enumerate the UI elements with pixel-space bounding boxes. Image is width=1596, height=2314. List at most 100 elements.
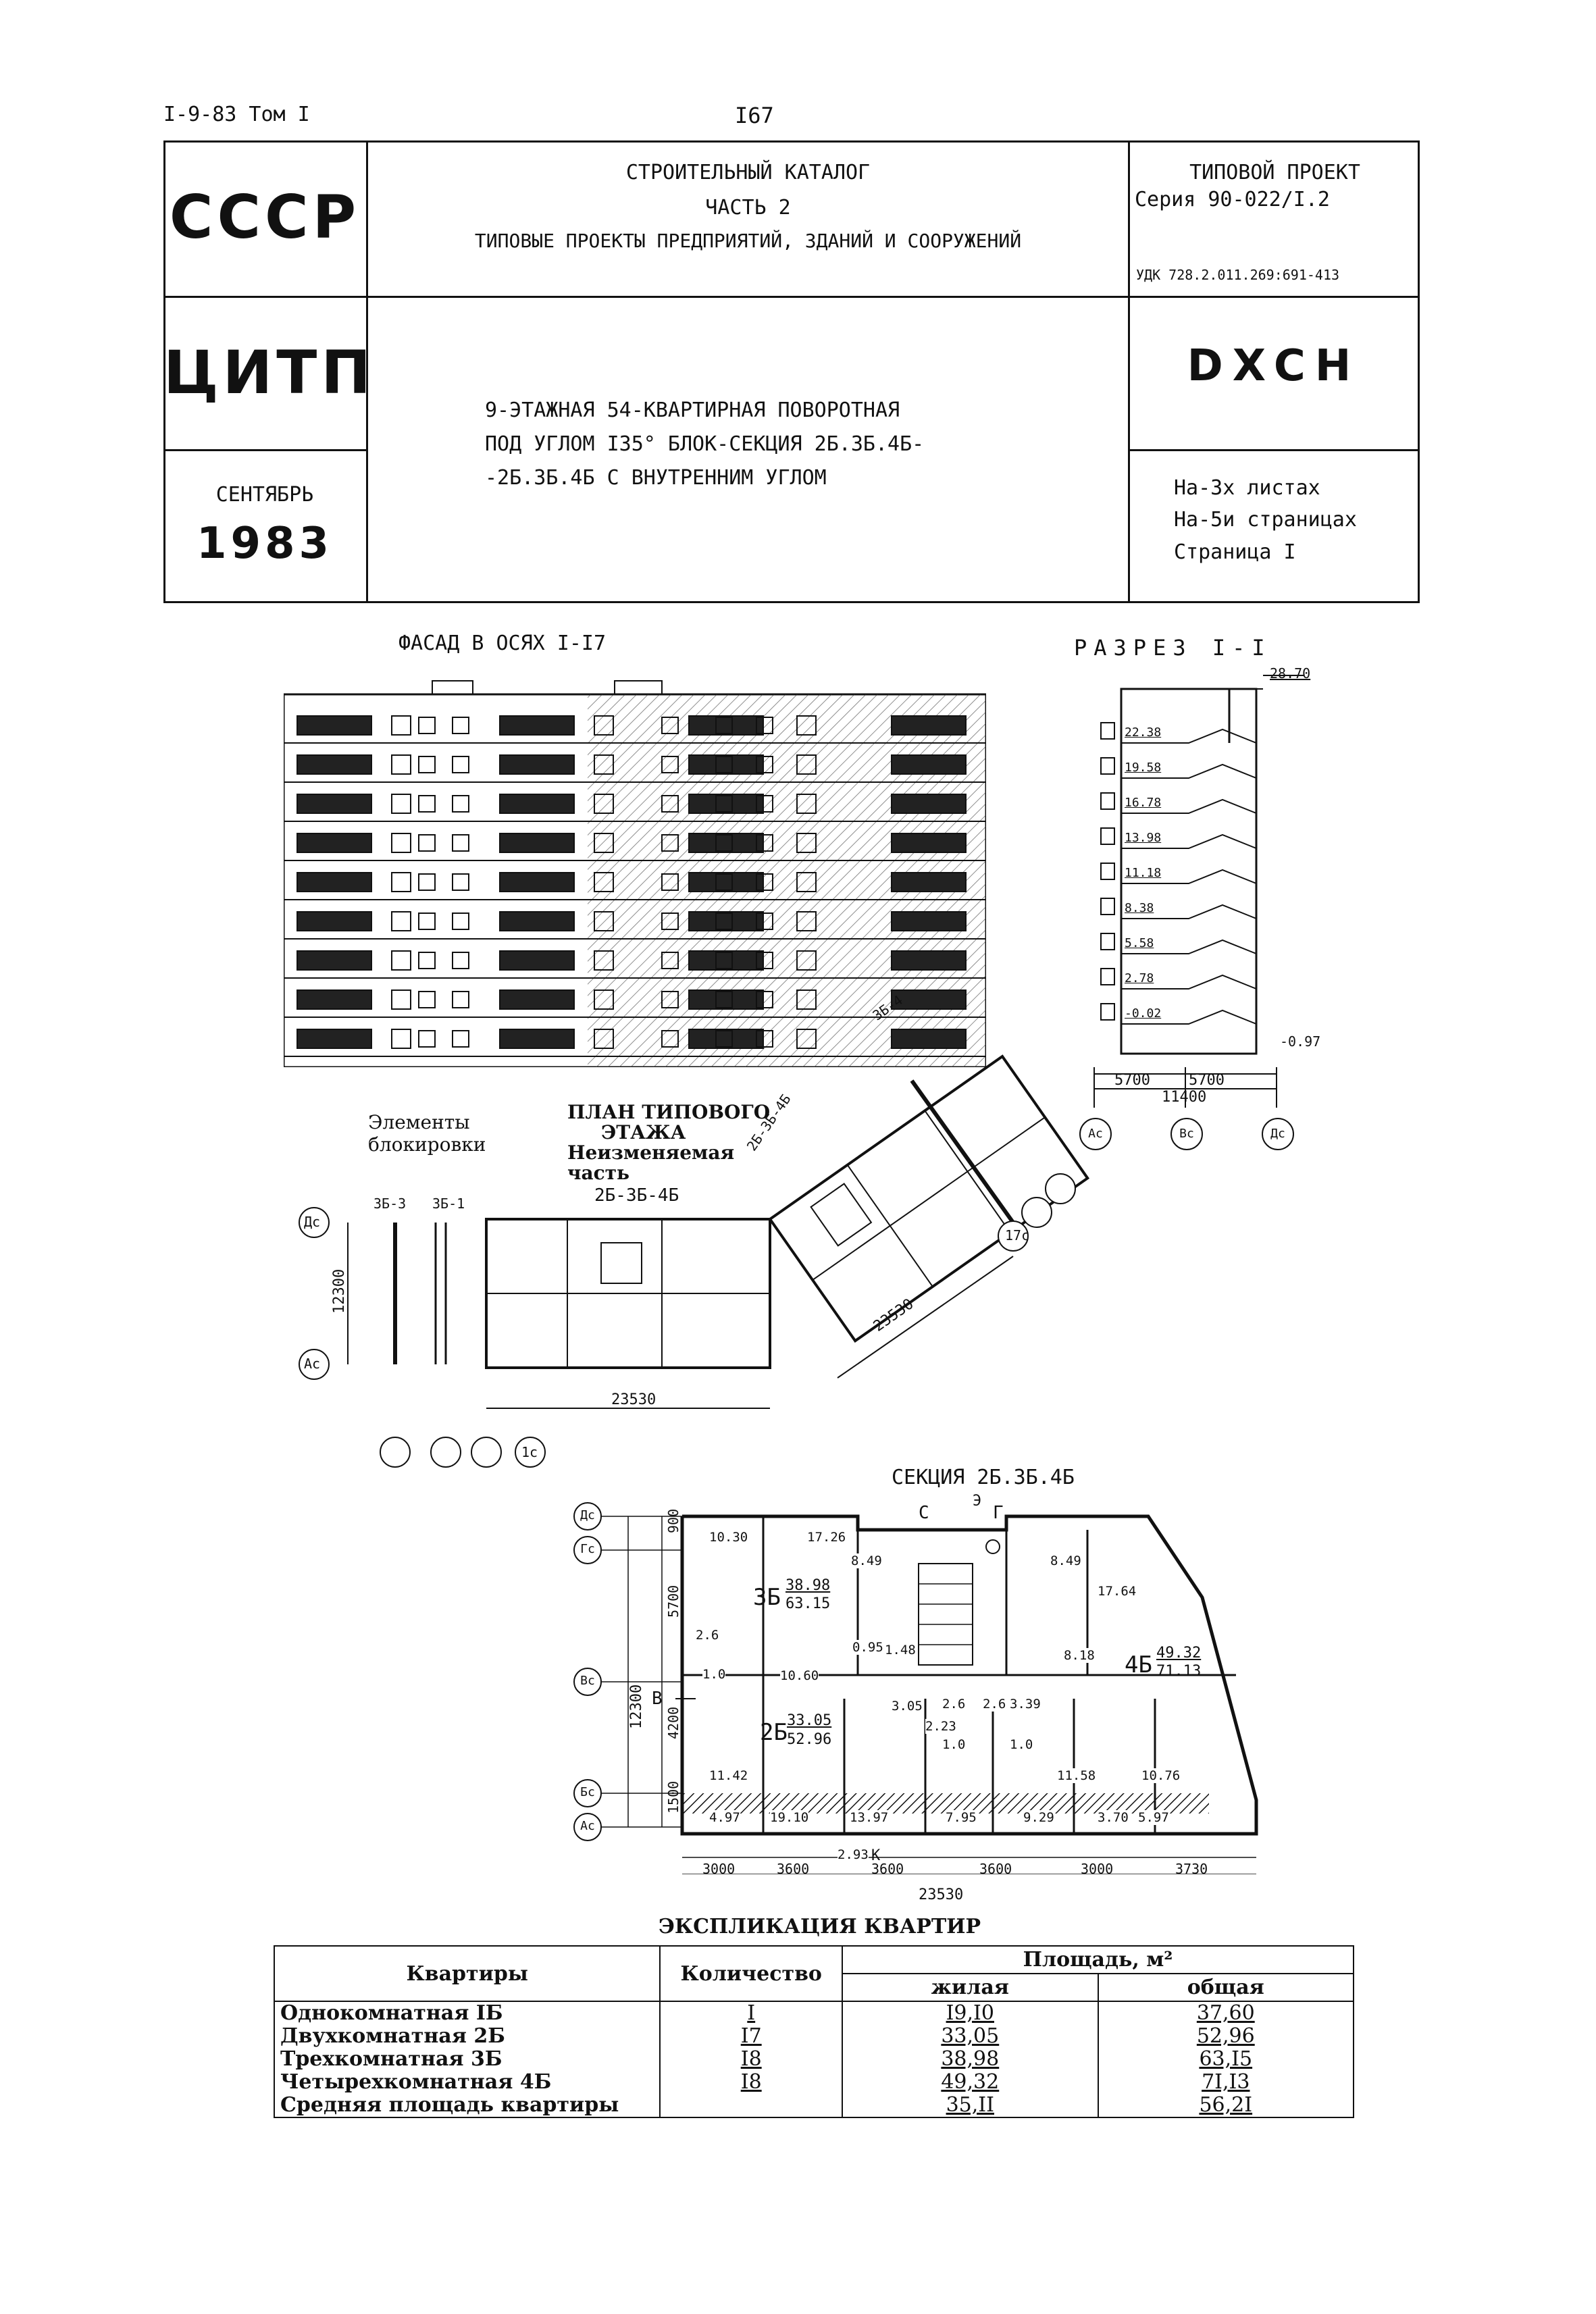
date-year: 1983: [196, 519, 334, 569]
udk-code: УДК 728.2.011.269:691-413: [1136, 267, 1340, 283]
section-plan-left-dim: 5700: [665, 1585, 681, 1618]
section-plan-bottom-dim: 3000: [702, 1861, 736, 1877]
living-area: 33,05: [842, 2025, 1099, 2048]
apartment-type: Трехкомнатная 3Б: [273, 2048, 661, 2071]
room-area-label: 4.97: [709, 1810, 740, 1825]
apt-4b-label: 4Б: [1125, 1651, 1152, 1678]
section-plan-axis-label: Бс: [580, 1785, 595, 1799]
section-level-mark: 19.58: [1125, 761, 1162, 775]
apartment-type: Однокомнатная IБ: [273, 2001, 661, 2025]
org-citp: ЦИТП: [163, 338, 375, 407]
col-header-count: Количество: [659, 1945, 844, 2002]
section-axis-bubble: Ас: [1079, 1118, 1112, 1150]
section-plan-left-dim: 900: [665, 1508, 681, 1533]
section-level-mark: 13.98: [1125, 831, 1162, 845]
document-reference: I-9-83 Том I: [163, 103, 310, 126]
col-header-area: Площадь, м²: [842, 1945, 1354, 1974]
block-label-3b1: 3Б-1: [432, 1195, 465, 1212]
room-area-label: 1.0: [942, 1737, 966, 1752]
apt-3b-total: 63.15: [786, 1595, 831, 1612]
plan-axis-1c: 1с: [521, 1444, 538, 1460]
section-ground-mark: -0.97: [1280, 1033, 1321, 1050]
room-area-label: 8.18: [1064, 1648, 1095, 1663]
apartment-count: I: [659, 2001, 844, 2025]
section-plan-bottom-dim: 3000: [1081, 1861, 1114, 1877]
plan-title-4: часть: [567, 1162, 630, 1184]
room-area-label: 11.42: [709, 1768, 748, 1783]
room-area-label: 3.05: [892, 1699, 923, 1714]
section-level-mark: 11.18: [1125, 866, 1162, 880]
mark-v: В: [652, 1689, 663, 1709]
block-label-3b3: 3Б-3: [374, 1195, 407, 1212]
total-area: 56,2I: [1097, 2094, 1355, 2118]
mark-k: К: [871, 1847, 881, 1864]
living-area: I9,I0: [842, 2001, 1099, 2025]
room-area-label: 17.26: [807, 1530, 846, 1545]
apartment-count: I8: [659, 2071, 844, 2094]
section-top-mark: 28.70: [1270, 665, 1311, 682]
room-area-label: 17.64: [1098, 1584, 1137, 1599]
plan-dim-width: 23530: [611, 1391, 657, 1408]
apartment-type: Средняя площадь квартиры: [273, 2094, 661, 2118]
elements-label-2: блокировки: [368, 1133, 486, 1156]
mark-c: С: [919, 1503, 929, 1523]
section-level-mark: 8.38: [1125, 901, 1154, 915]
section-plan-axis-label: Ас: [580, 1819, 595, 1833]
room-area-label: 8.49: [1050, 1553, 1081, 1568]
living-area: 35,II: [842, 2094, 1099, 2118]
col-header-total: общая: [1097, 1973, 1355, 2002]
plan-title-3: Неизменяемая: [567, 1141, 735, 1164]
section-axis-bubble: Вс: [1170, 1118, 1203, 1150]
sheets-count: На-3х листах: [1174, 476, 1320, 500]
apt-2b-label: 2Б: [760, 1719, 788, 1746]
room-area-label: 19.10: [770, 1810, 809, 1825]
section-axis-bubble: Дс: [1262, 1118, 1294, 1150]
room-area-label: 1.0: [702, 1667, 726, 1682]
mark-e: Э: [973, 1493, 982, 1510]
apartment-type: Двухкомнатная 2Б: [273, 2025, 661, 2048]
plan-title-5: 2Б-3Б-4Б: [594, 1185, 679, 1206]
typical-project-label: ТИПОВОЙ ПРОЕКТ: [1189, 161, 1360, 184]
apartment-count: I7: [659, 2025, 844, 2048]
apt-3b-living: 38.98: [786, 1577, 831, 1594]
apt-4b-living: 49.32: [1156, 1645, 1202, 1662]
section-dim-total: 11400: [1162, 1089, 1207, 1106]
section-level-mark: 16.78: [1125, 796, 1162, 810]
room-area-label: 10.30: [709, 1530, 748, 1545]
mark-g: Г: [993, 1503, 1004, 1523]
section-level-mark: 5.58: [1125, 936, 1154, 950]
room-area-label: 9.29: [1023, 1810, 1054, 1825]
room-area-label: 11.58: [1057, 1768, 1096, 1783]
room-area-label: 3.39: [1010, 1697, 1041, 1712]
pages-count: На-5и страницах: [1174, 508, 1357, 532]
section-title: РАЗРЕЗ I-I: [1074, 635, 1272, 661]
section-level-mark: 2.78: [1125, 971, 1154, 985]
room-area-label: 10.60: [780, 1668, 819, 1683]
section-plan-axis-label: Дс: [580, 1508, 595, 1522]
elements-label-1: Элементы: [368, 1111, 470, 1133]
project-description-line-3: -2Б.3Б.4Б С ВНУТРЕННИМ УГЛОМ: [485, 466, 827, 490]
apartment-type: Четырехкомнатная 4Б: [273, 2071, 661, 2094]
catalog-line-1: СТРОИТЕЛЬНЫЙ КАТАЛОГ: [625, 161, 871, 184]
section-plan-bottom-dim: 3600: [777, 1861, 810, 1877]
room-area-label: 2.93: [838, 1847, 869, 1862]
section-dim-1: 5700: [1114, 1072, 1150, 1089]
room-area-label: 13.97: [850, 1810, 889, 1825]
room-area-label: 2.6: [696, 1628, 719, 1643]
current-page: Страница I: [1174, 540, 1296, 564]
living-area: 49,32: [842, 2071, 1099, 2094]
room-area-label: 3.70: [1098, 1810, 1129, 1825]
typical-floor-plan: [299, 1054, 1090, 1468]
room-area-label: 7.95: [946, 1810, 977, 1825]
plan-axis-17c: 17с: [1005, 1227, 1030, 1243]
section-level-mark: -0.02: [1125, 1006, 1162, 1021]
catalog-line-2: ЧАСТЬ 2: [705, 196, 791, 220]
plan-title-1: ПЛАН ТИПОВОГО: [567, 1101, 771, 1123]
section-plan-title: СЕКЦИЯ 2Б.3Б.4Б: [892, 1466, 1075, 1489]
org-ussr: СССР: [169, 182, 361, 252]
catalog-line-3: ТИПОВЫЕ ПРОЕКТЫ ПРЕДПРИЯТИЙ, ЗДАНИЙ И СО…: [474, 230, 1022, 252]
living-area: 38,98: [842, 2048, 1099, 2071]
